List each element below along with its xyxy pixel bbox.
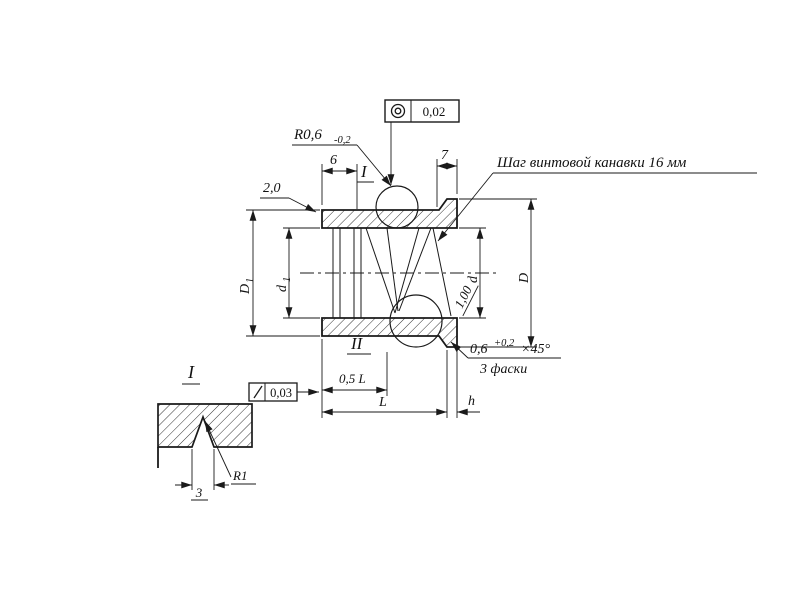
detail-wall-section — [157, 403, 253, 448]
top-wall-section — [321, 198, 458, 229]
flange-diameter-D-label: D — [517, 273, 532, 284]
chamfer-size-label: 0,6 — [470, 342, 488, 357]
detail-view: I R1 3 — [157, 362, 256, 501]
flange-diameter-D-dim: D — [459, 198, 537, 348]
bore-diameter-d1-dim: d 1 — [275, 227, 320, 319]
flange-width-label: h — [468, 394, 475, 409]
slope-symbol-icon — [253, 385, 263, 399]
view-labels: I II — [347, 162, 374, 355]
concentricity-tolerance-frame: 0,02 — [384, 99, 460, 185]
flange-zone-dim: 7 — [436, 148, 458, 207]
groove-depth-label: 1,00 — [451, 283, 475, 311]
detail-width-label: 3 — [195, 485, 203, 500]
outer-diameter-D1-dim: D 1 — [238, 209, 320, 337]
runout-tolerance-frame: 0,03 — [248, 382, 319, 402]
detail-circle-bottom — [389, 294, 443, 348]
length-dims: 0,5 L L h — [321, 339, 480, 418]
bore-diameter-d-label: d — [466, 275, 481, 283]
runout-value: 0,03 — [270, 386, 292, 400]
length-label: L — [378, 395, 387, 410]
outer-diameter-D1-label: D — [238, 284, 253, 295]
chamfer-count-label: 3 фаски — [479, 362, 527, 377]
groove-start-label: 6 — [330, 153, 337, 168]
bore-diameter-d1-sub: 1 — [282, 277, 293, 282]
bore-diameter-d-dim: d — [459, 227, 486, 319]
chamfer-tolerance-label: +0,2 — [494, 338, 515, 349]
detail-circle-top — [375, 185, 419, 229]
detail-radius-label: R1 — [232, 468, 247, 483]
pitch-note: Шаг винтовой канавки 16 мм — [437, 155, 757, 242]
groove-start-dim: 6 — [321, 153, 358, 209]
wall-thickness-label: 2,0 — [263, 181, 281, 196]
flange-zone-label: 7 — [441, 148, 449, 163]
radius-note-text: R0,6 — [293, 127, 322, 143]
radius-note-tolerance: -0,2 — [334, 135, 351, 146]
wall-thickness-dim: 2,0 — [260, 181, 317, 213]
top-detail-label: I — [360, 162, 368, 181]
groove-depth-dim: 1,00 — [451, 283, 479, 317]
detail-view-title: I — [187, 362, 195, 382]
main-section-view — [300, 185, 497, 348]
pitch-note-text: Шаг винтовой канавки 16 мм — [496, 155, 687, 171]
outer-diameter-D1-sub: 1 — [245, 278, 256, 283]
concentricity-icon — [390, 103, 406, 119]
half-length-label: 0,5 L — [339, 371, 366, 386]
radius-note: R0,6 -0,2 — [292, 127, 392, 187]
chamfer-note: 0,6 +0,2 ×45° 3 фаски — [450, 338, 561, 377]
bore-diameter-d1-label: d — [275, 284, 290, 292]
bottom-detail-label: II — [350, 334, 364, 353]
chamfer-angle-label: ×45° — [521, 342, 550, 357]
concentricity-value: 0,02 — [423, 104, 446, 119]
